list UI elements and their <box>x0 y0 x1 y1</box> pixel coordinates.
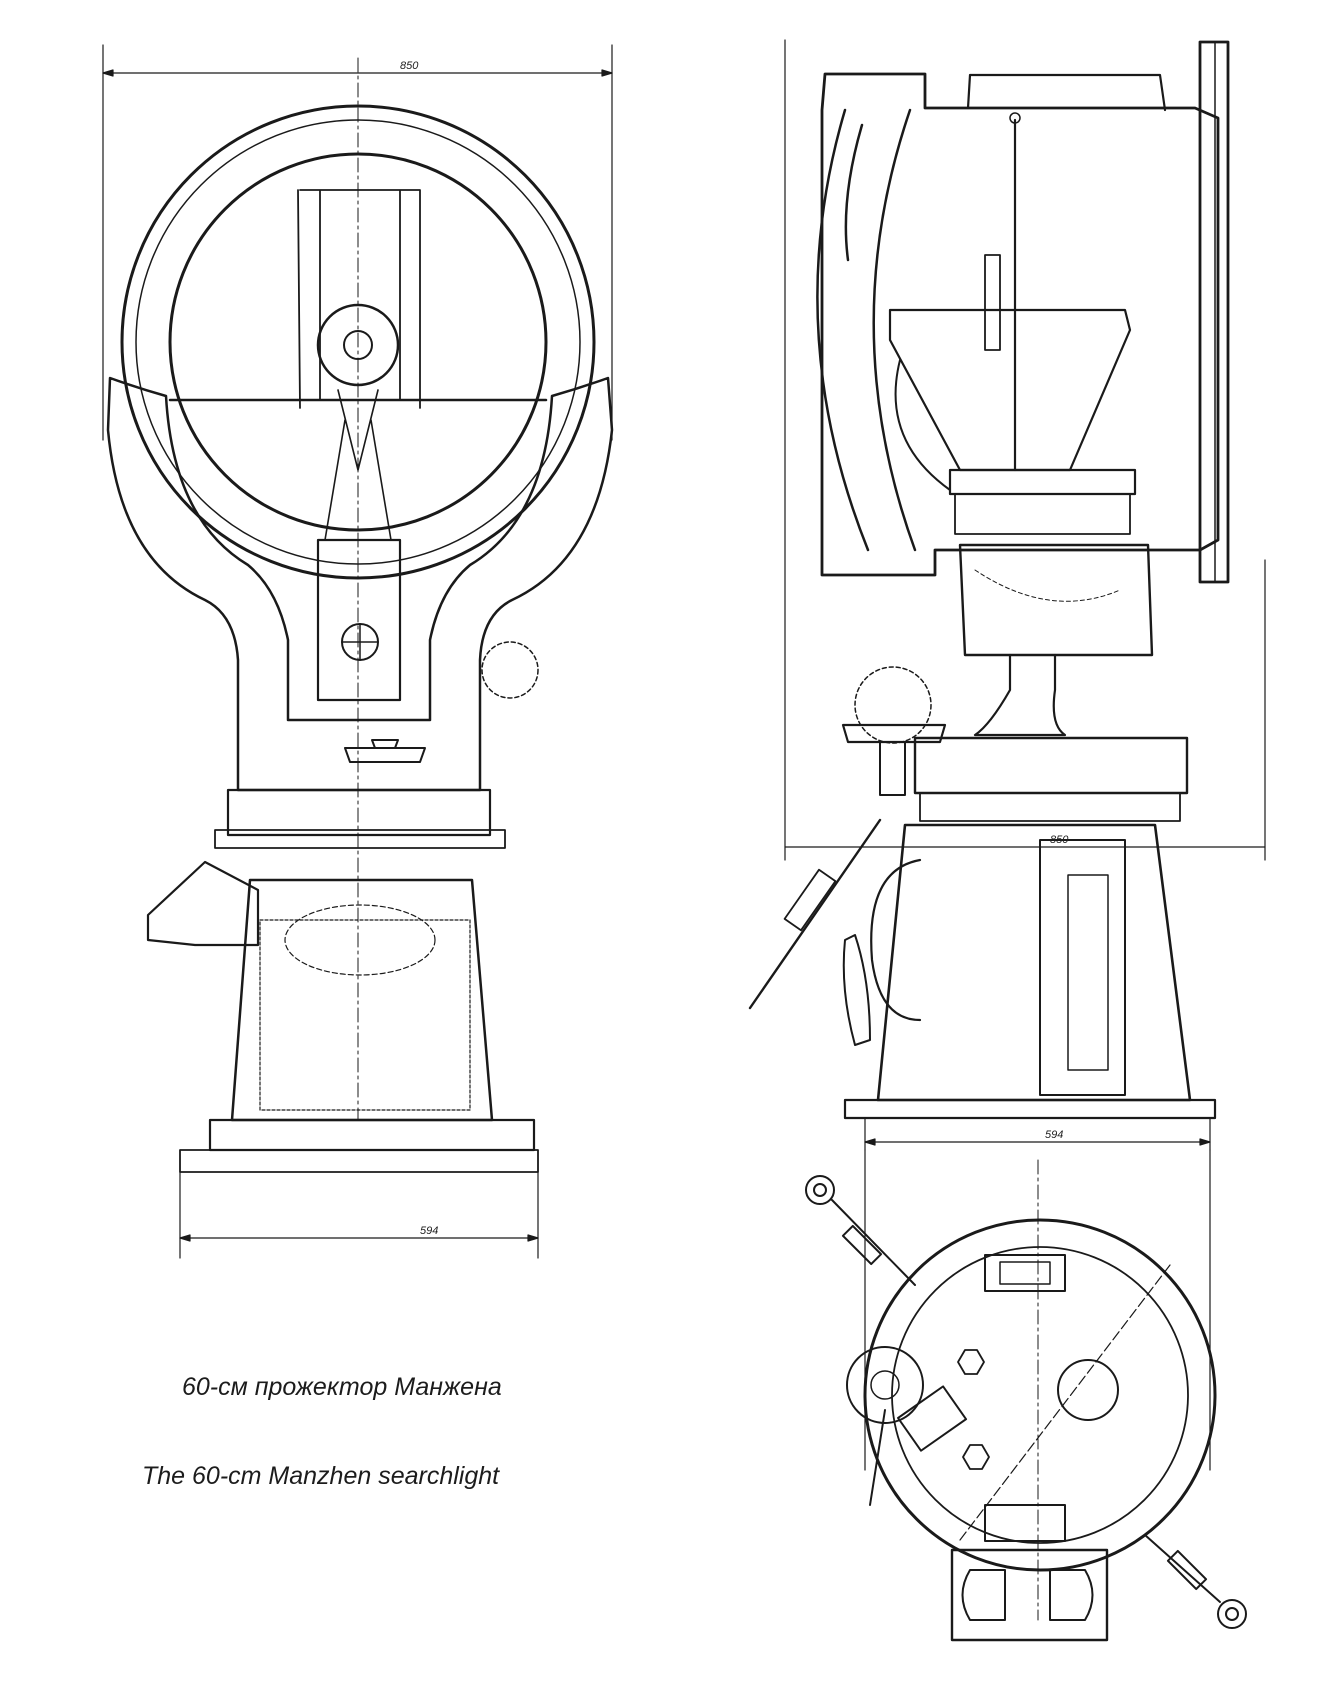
plan-outer-circle <box>863 1218 1217 1572</box>
side-platform <box>913 736 1189 795</box>
front-center-column <box>316 538 402 702</box>
side-width-dimension: 850 <box>784 39 1266 861</box>
front-view: 850 <box>102 44 614 1259</box>
caption-russian: 60-см прожектор Манжена <box>182 1373 502 1401</box>
front-base-dimension: 594 <box>179 1171 539 1259</box>
caption-english: The 60-cm Manzhen searchlight <box>142 1462 500 1490</box>
front-pedestal <box>230 878 494 1122</box>
side-base-dimension: 594 <box>864 1117 1211 1151</box>
front-drum-inner-ring <box>135 119 581 565</box>
front-base <box>208 1118 536 1152</box>
plan-gear <box>846 1346 924 1424</box>
front-width-label: 850 <box>400 60 419 72</box>
side-panel <box>1039 839 1126 1096</box>
side-lower-housing <box>958 543 1154 657</box>
side-base-label: 594 <box>1045 1129 1063 1141</box>
front-base-label: 594 <box>420 1225 438 1237</box>
side-lens-rim <box>1198 40 1230 584</box>
front-flange <box>226 788 492 837</box>
side-width-label: 850 <box>1050 834 1069 846</box>
side-pedestal <box>876 823 1192 1102</box>
front-drum-outer-ring <box>120 104 596 580</box>
plan-view <box>805 1149 1247 1642</box>
side-gear-wheel <box>854 666 932 744</box>
plan-stay-upper <box>805 1175 916 1286</box>
front-handwheel <box>344 739 426 763</box>
side-base <box>843 1098 1217 1120</box>
front-yoke <box>106 376 614 792</box>
plan-lower-box <box>950 1548 1109 1642</box>
plan-stay-lower <box>1144 1534 1247 1629</box>
front-junction-box <box>146 860 260 947</box>
front-lens <box>168 152 548 532</box>
side-lamp-hood <box>888 308 1132 472</box>
front-lamp <box>316 303 400 387</box>
side-drum-body <box>820 72 1220 577</box>
side-view: 850 594 <box>748 39 1266 1151</box>
front-width-dimension: 850 <box>102 44 613 441</box>
front-lamp-frame <box>297 189 421 409</box>
